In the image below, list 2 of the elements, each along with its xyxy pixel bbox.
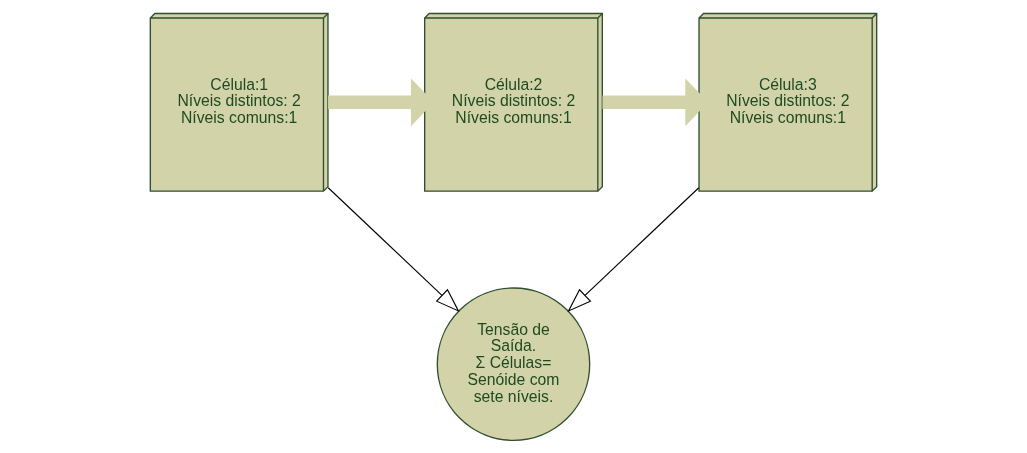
arrow <box>567 186 700 312</box>
arrow <box>327 186 460 312</box>
